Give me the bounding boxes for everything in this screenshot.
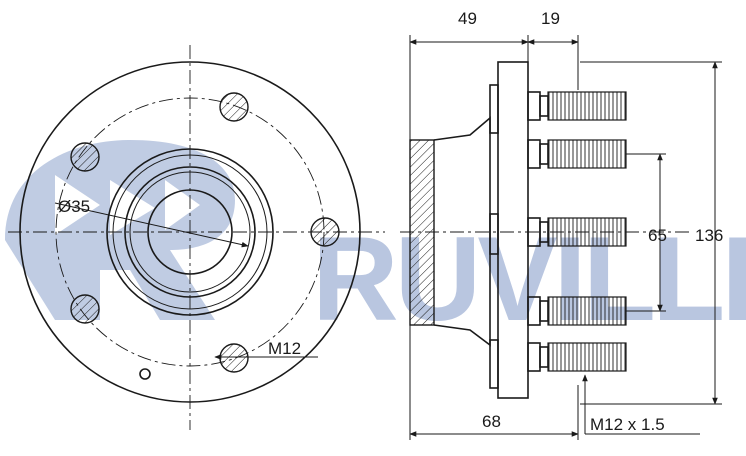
hub-ring-2 (112, 154, 268, 310)
dim-top-left-label: 49 (458, 9, 477, 28)
stud-thread (547, 342, 627, 372)
dim-bottom-label: 68 (482, 412, 501, 431)
stud-collar (527, 91, 541, 121)
stud-hole (219, 92, 249, 122)
wheel-studs (527, 91, 627, 372)
flange-boss-bottom (489, 339, 499, 389)
side-view: 49 19 65 136 68 M12 x 1.5 (400, 9, 723, 440)
hub-ring-3 (124, 166, 256, 298)
thread-size-label: M12 x 1.5 (590, 415, 665, 434)
hub-ring-4 (129, 171, 251, 293)
flange-boss-top (489, 84, 499, 134)
stud-collar (527, 139, 541, 169)
brand-watermark: RUVILLE (312, 212, 746, 346)
stud-neck (539, 300, 549, 322)
flange-outline (19, 61, 361, 403)
dim-outer-height-label: 136 (695, 226, 723, 245)
bore (147, 189, 233, 275)
stud-thread (547, 217, 627, 247)
stud-neck (539, 143, 549, 165)
stud-collar (527, 342, 541, 372)
flange-boss-middle (489, 213, 499, 255)
stud-neck (539, 95, 549, 117)
stud-neck (539, 221, 549, 243)
bore-dimension-line (54, 202, 249, 248)
stud-thread (547, 139, 627, 169)
stud-hole (310, 217, 340, 247)
front-view: Ø35 M12 (8, 45, 385, 430)
stud-thread (547, 296, 627, 326)
stud-size-label: M12 (268, 339, 301, 358)
hub-section (409, 139, 435, 326)
stud-hole (70, 142, 100, 172)
stud-neck (539, 346, 549, 368)
stud-hole (70, 294, 100, 324)
hub-outer-ring (106, 148, 274, 316)
stud-thread (547, 91, 627, 121)
locating-hole (139, 368, 151, 380)
dim-inner-height-label: 65 (648, 226, 667, 245)
dim-top-right-label: 19 (541, 9, 560, 28)
bore-diameter-label: Ø35 (58, 197, 90, 216)
stud-hole (219, 343, 249, 373)
ruville-logo (5, 140, 235, 320)
